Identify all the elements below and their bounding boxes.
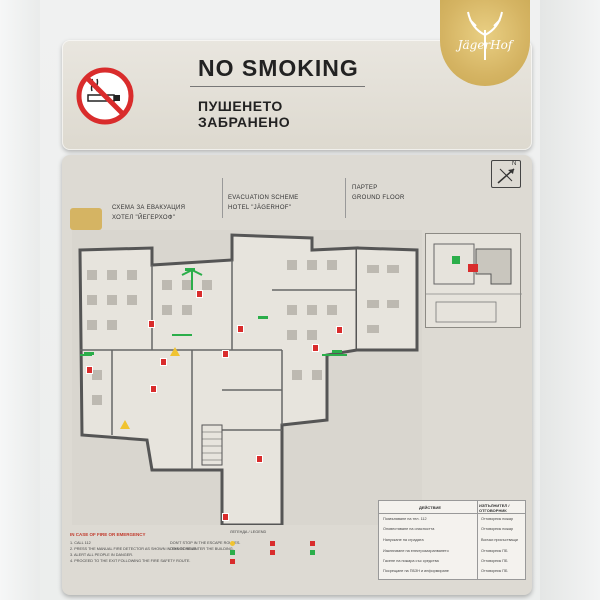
stairs <box>201 424 223 466</box>
legend-line: 3. ALERT ALL PEOPLE IN DANGER. <box>70 553 134 557</box>
legend-marker-icon <box>230 559 235 564</box>
site-map <box>426 243 522 323</box>
fire-extinguisher-icon <box>336 326 343 334</box>
legend-line: 2. PRESS THE MANUAL FIRE DETECTOR AS SHO… <box>70 547 198 551</box>
scheme-title-en: EVACUATION SCHEME <box>228 195 299 201</box>
table-cell-who: Отговорник ПБ <box>481 549 508 553</box>
title-no-smoking-bg: ПУШЕНЕТО ЗАБРАНЕНО <box>198 98 291 130</box>
fire-hose-icon <box>312 344 319 352</box>
legend-emergency-title: IN CASE OF FIRE OR EMERGENCY <box>70 532 146 537</box>
table-cell-action: Посрещане на ПБЗН и информиране <box>383 569 449 573</box>
fire-extinguisher-icon <box>148 320 155 328</box>
legend-line: 4. PROCEED TO THE EXIT FOLLOWING THE FIR… <box>70 559 191 563</box>
legend-marker-icon <box>270 550 275 555</box>
north-arrow-icon <box>497 168 515 184</box>
table-cell-who: Отговорник ПБ <box>481 559 508 563</box>
hotel-logo <box>440 0 530 86</box>
exit-arrow-icon <box>258 316 268 319</box>
floor-plan <box>72 230 422 525</box>
legend-marker-icon <box>310 550 315 555</box>
fire-extinguisher-icon <box>86 366 93 374</box>
action-table: ДЕЙСТВИЕ ИЗПЪЛНИТЕЛ / ОТГОВОРНИК Позвъня… <box>378 500 526 580</box>
scheme-title-bg: СХЕМА ЗА ЕВАКУАЦИЯ <box>112 205 186 211</box>
warning-icon <box>120 420 130 429</box>
exit-arrow-icon <box>185 268 195 271</box>
hotel-name-bg: ХОТЕЛ "ЙЕГЕРХОФ" <box>112 215 176 221</box>
logo-text: JägerHof <box>457 38 513 52</box>
fire-extinguisher-icon <box>222 513 229 521</box>
table-divider <box>379 513 525 514</box>
header-divider-2 <box>345 178 346 218</box>
fire-alarm-icon <box>160 358 167 366</box>
header-divider-1 <box>222 178 223 218</box>
table-cell-action: Напускане на сградата <box>383 538 424 542</box>
floor-en: GROUND FLOOR <box>352 195 405 201</box>
legend-marker-icon <box>270 541 275 546</box>
legend-line: 1. CALL 112 <box>70 541 91 545</box>
exit-arrow-icon <box>84 352 94 355</box>
hotel-name-en: HOTEL "JÄGERHOF" <box>228 205 292 211</box>
table-cell-action: Гасене на пожара със средства <box>383 559 439 563</box>
fire-extinguisher-icon <box>256 455 263 463</box>
wall-right <box>540 0 600 600</box>
compass-north-label: N <box>512 161 517 167</box>
table-cell-action: Позвъняване на тел. 112 <box>383 517 427 521</box>
fire-extinguisher-icon <box>222 350 229 358</box>
no-smoking-icon <box>76 67 134 125</box>
fire-extinguisher-icon <box>196 290 203 298</box>
title-no-smoking: NO SMOKING <box>198 55 359 81</box>
table-column-divider <box>477 501 478 579</box>
legend-line: DON'T STOP IN THE ESCAPE ROUTES. <box>170 541 241 545</box>
table-cell-who: Отговорник ПБ <box>481 569 508 573</box>
floor-bg: ПАРТЕР <box>352 185 378 191</box>
site-location-plan <box>425 233 522 328</box>
evacuation-legend: IN CASE OF FIRE OR EMERGENCY ЛЕГЕНДА / L… <box>70 530 370 584</box>
legend-line: DO NOT RE-ENTER THE BUILDING. <box>170 547 234 551</box>
evac-header-logo <box>70 208 102 230</box>
table-cell-action: Изключване на електрозахранването <box>383 549 449 553</box>
table-header-action: ДЕЙСТВИЕ <box>419 505 442 510</box>
exit-arrow-icon <box>332 350 342 353</box>
legend-marker-icon <box>310 541 315 546</box>
table-cell-who: Отговорник пожар <box>481 517 514 521</box>
compass: N <box>491 160 521 188</box>
table-header-responsible: ИЗПЪЛНИТЕЛ / ОТГОВОРНИК <box>479 503 510 513</box>
table-cell-who: Отговорник пожар <box>481 527 514 531</box>
fire-alarm-icon <box>237 325 244 333</box>
table-cell-action: Оповестяване на опасността <box>383 527 435 531</box>
antlers-icon <box>467 11 503 60</box>
legend-marker-icon <box>230 541 235 546</box>
legend-header: ЛЕГЕНДА / LEGEND <box>230 530 267 534</box>
fire-extinguisher-icon <box>150 385 157 393</box>
title-divider <box>190 86 365 87</box>
warning-icon <box>170 347 180 356</box>
legend-marker-icon <box>230 550 235 555</box>
table-cell-who: Всички присъстващи <box>481 538 518 542</box>
